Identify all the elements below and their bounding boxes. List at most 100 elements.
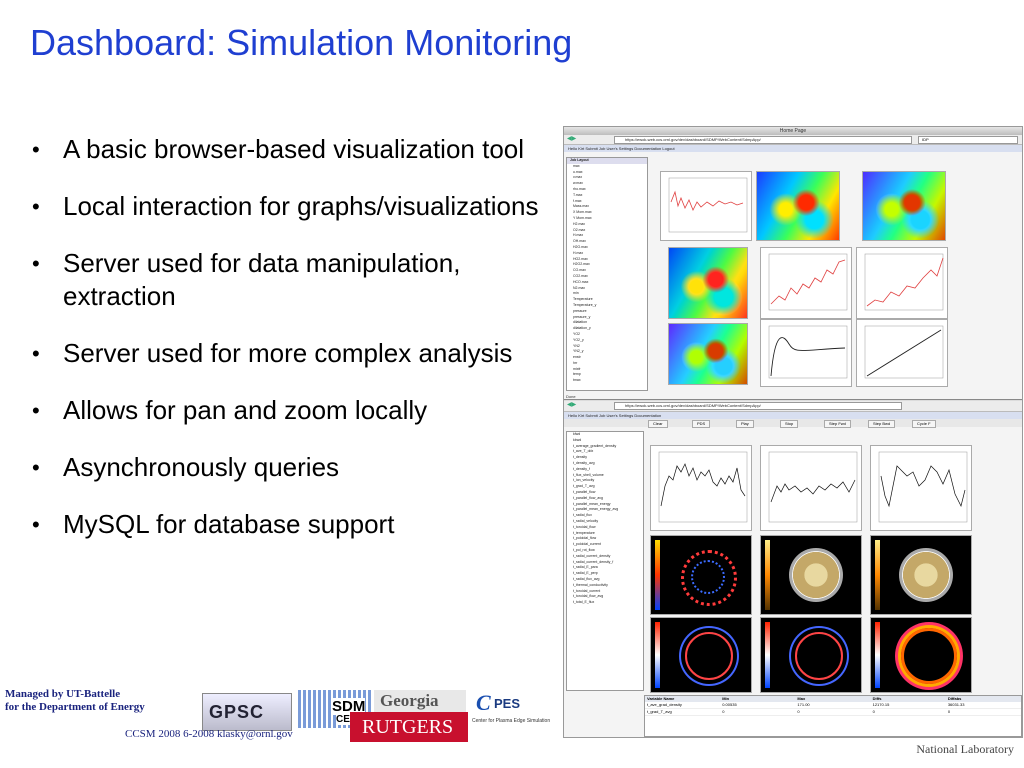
bullet-dot-icon: • xyxy=(32,455,40,480)
control-button[interactable]: PDS xyxy=(692,420,711,428)
tree-item[interactable]: t_parallel_mean_energy_avg xyxy=(573,507,619,512)
tree-item[interactable]: H2.max xyxy=(573,221,586,226)
tree-item[interactable]: t_grad_T_avg xyxy=(573,484,595,489)
colorbar xyxy=(765,540,770,610)
tree-item[interactable]: t_radial_E_para xyxy=(573,565,598,570)
tree-item[interactable]: YO2 xyxy=(573,331,581,336)
tree-item[interactable]: t_flux_shell_volume xyxy=(573,472,604,477)
tree-item[interactable]: t_toroidal_flow xyxy=(573,524,596,529)
control-button[interactable]: Step Bwd xyxy=(868,420,896,428)
bullet-dot-icon: • xyxy=(32,251,40,276)
tree-item[interactable]: t_density xyxy=(573,455,588,460)
tree-item[interactable]: t_pol_rot_flow xyxy=(573,547,595,552)
linear-line-plot xyxy=(864,325,944,379)
tree-item[interactable]: Mass.max xyxy=(573,204,589,209)
wavy-line-plot xyxy=(768,451,858,523)
status-text: Done xyxy=(566,394,576,399)
tree-item[interactable]: t_average_gradient_density xyxy=(573,443,617,448)
bottom-browser-window: ◀▶ https://ewok-web.ccs.ornl.gov/dev/das… xyxy=(564,401,1022,737)
tree-item[interactable]: f.max xyxy=(573,198,582,203)
table-cell: 0 xyxy=(722,709,725,714)
tree-item[interactable]: CO.max xyxy=(573,268,586,273)
control-button[interactable]: Cycle F xyxy=(912,420,936,428)
tree-item[interactable]: temp xyxy=(573,372,581,377)
tree-item[interactable]: Y Mom.max xyxy=(573,215,592,220)
tree-item[interactable]: Temperature_y xyxy=(573,302,597,307)
tree-item[interactable]: H2O2.max xyxy=(573,262,590,267)
tree-item[interactable]: CO2.max xyxy=(573,273,588,278)
tree-item[interactable]: t_toroidal_current xyxy=(573,588,601,593)
tree-item[interactable]: kfwd xyxy=(573,432,581,436)
tree-item[interactable]: H2O.max xyxy=(573,244,588,249)
tree-item[interactable]: kbwd xyxy=(573,437,582,442)
tree-item[interactable]: min xyxy=(573,291,579,296)
tree-item[interactable]: t_radial_current_density xyxy=(573,553,611,558)
tree-item[interactable]: Temperature xyxy=(573,297,593,302)
tree-item[interactable]: t_radial_flux xyxy=(573,513,592,518)
tree-item[interactable]: pressure_y xyxy=(573,314,591,319)
tree-item[interactable]: HCO.max xyxy=(573,279,589,284)
tree-item[interactable]: t_toroidal_flow_avg xyxy=(573,594,604,599)
managed-by-text: Managed by UT-Battelle for the Departmen… xyxy=(5,688,145,713)
tree-item[interactable]: YN2_y xyxy=(573,349,584,354)
tree-item[interactable]: H.max xyxy=(573,233,584,238)
tree-item[interactable]: v.max xyxy=(573,175,583,180)
tree-item[interactable]: hrr xyxy=(573,360,578,365)
tree-item[interactable]: w.max xyxy=(573,181,583,186)
tree-item[interactable]: YN2 xyxy=(573,343,580,348)
wavy-line-plot xyxy=(878,451,968,523)
tree-item[interactable]: OH.max xyxy=(573,239,586,244)
tree-item[interactable]: dilatation xyxy=(573,320,588,325)
nav-arrows-icon: ◀▶ xyxy=(567,402,577,408)
tree-item[interactable]: YO2_y xyxy=(573,337,584,342)
tree-item[interactable]: t_ave_T_ddx xyxy=(573,449,594,454)
tree-item[interactable]: t_thermal_conductivity xyxy=(573,582,608,587)
tree-item[interactable]: rho.max xyxy=(573,186,586,191)
tree-item[interactable]: t_radial_E_perp xyxy=(573,571,598,576)
tree-item[interactable]: t_parallel_mean_energy xyxy=(573,501,611,506)
tree-item[interactable]: t_poloidal_current xyxy=(573,542,601,547)
bullet-dot-icon: • xyxy=(32,341,40,366)
tree-item[interactable]: X Mom.max xyxy=(573,210,592,215)
control-button[interactable]: Clear xyxy=(648,420,668,428)
control-button[interactable]: Step Fwd xyxy=(824,420,851,428)
tree-item[interactable]: pressure xyxy=(573,308,587,313)
control-button[interactable]: Stop xyxy=(780,420,799,428)
tree-item[interactable]: t_total_E_flux xyxy=(573,600,595,605)
tree-item[interactable]: T.max xyxy=(573,192,583,197)
control-button[interactable]: Play xyxy=(736,420,754,428)
tree-item[interactable]: u.max xyxy=(573,169,583,174)
contour-ring xyxy=(899,548,953,602)
lab-name: National Laboratory xyxy=(916,742,1014,756)
tree-item[interactable]: tmax xyxy=(573,378,581,383)
tree-item[interactable]: t_radial_current_density_f xyxy=(573,559,614,564)
tree-item[interactable]: t_poloidal_flow xyxy=(573,536,597,541)
tree-item[interactable]: t_temperature xyxy=(573,530,595,535)
tree-item[interactable]: H.max xyxy=(573,250,584,255)
tree-item[interactable]: dilatation_y xyxy=(573,326,591,331)
tree-item[interactable]: mixfr xyxy=(573,366,581,371)
tree-item[interactable]: t_parallel_flow xyxy=(573,489,596,494)
bullet-item: •Server used for data manipulation, extr… xyxy=(32,248,461,311)
tree-item[interactable]: N2.max xyxy=(573,285,586,290)
tree-item[interactable]: HO2.max xyxy=(573,256,588,261)
table-cell: 0.00535 xyxy=(722,702,737,707)
contour-plot-tile xyxy=(760,617,862,693)
wavy-line-plot xyxy=(658,451,748,523)
tree-item[interactable]: t_radial_velocity xyxy=(573,518,599,523)
tree-item[interactable]: max xyxy=(573,163,580,168)
tree-item[interactable]: t_density_f xyxy=(573,466,590,471)
tree-item[interactable]: t_density_avg xyxy=(573,460,595,465)
tree-item[interactable]: enstr xyxy=(573,355,581,360)
heatmap-tile xyxy=(668,247,748,319)
tree-item[interactable]: O2.max xyxy=(573,227,586,232)
tree-item[interactable]: t_radial_flux_avg xyxy=(573,576,600,581)
line-plot-tile xyxy=(856,247,948,319)
tree-item[interactable]: t_parallel_flow_avg xyxy=(573,495,603,500)
app-menu: Hello Kirt Submit Job User's Settings Do… xyxy=(564,145,1022,152)
table-cell: 12170.15 xyxy=(872,702,890,707)
tree-item[interactable]: t_ion_velocity xyxy=(573,478,595,483)
